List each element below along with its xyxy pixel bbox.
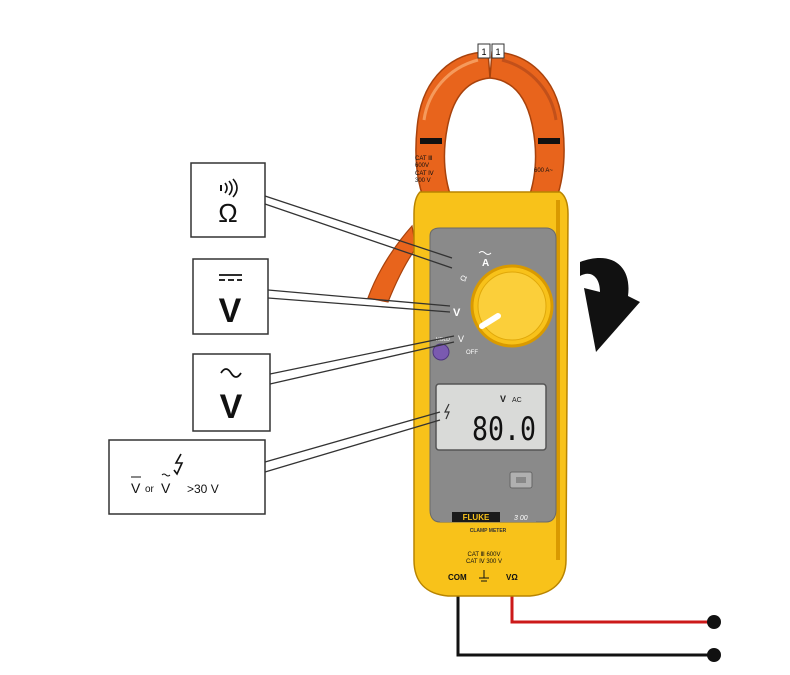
jaw-rating-1: CAT Ⅲ	[415, 156, 432, 162]
red-lead	[510, 592, 712, 624]
ac-wave-icon	[220, 368, 242, 378]
brand-logo: FLUKE	[463, 513, 490, 522]
test-leads	[456, 592, 721, 662]
red-lead-tip	[707, 615, 721, 629]
dial-label-amps: A	[482, 258, 489, 269]
callout-ac-volts: V	[192, 353, 271, 432]
jack-v-label: VΩ	[506, 573, 518, 582]
leader-lines	[264, 195, 455, 473]
ground-icon	[479, 570, 489, 582]
dc-line-icon	[219, 274, 242, 281]
jaw-rating-right: 600 A~	[534, 168, 553, 174]
callout-continuity: Ω	[190, 162, 266, 238]
ac-volt-symbol: V	[220, 388, 243, 426]
jaw-tab-left: 1	[481, 47, 486, 57]
hold-button[interactable]	[432, 343, 450, 361]
jaw-rating-2: 600V	[415, 163, 429, 169]
meter-body: A Ω V V HOLD OFF V AC 80.0 FLUKE 3 00 CL…	[413, 191, 569, 597]
dial-label-v-dc: V	[453, 307, 461, 319]
lcd-reading: 80.0	[472, 410, 536, 448]
jaw-tab-right: 1	[495, 47, 500, 57]
sound-waves-icon	[220, 178, 238, 198]
lcd-mode: AC	[512, 397, 522, 404]
off-label: OFF	[466, 350, 478, 356]
jaw-rating-4: 300 V	[415, 178, 431, 184]
clamp-jaws: 1 1 CAT Ⅲ 600V CAT Ⅳ 300 V 600 A~	[367, 43, 565, 303]
input-rating-2: CAT Ⅳ 300 V	[466, 559, 502, 565]
dial-label-ohms: Ω	[458, 274, 469, 283]
hazard-v-dc: V	[131, 480, 141, 496]
hazard-threshold: >30 V	[187, 482, 219, 496]
black-lead	[456, 592, 712, 657]
model-number: 3 00	[514, 515, 528, 522]
lcd-hazard-icon	[444, 403, 450, 420]
jaw-trigger	[367, 224, 417, 303]
lightning-icon	[173, 453, 184, 476]
rotation-arrow	[580, 257, 640, 352]
lcd-display	[435, 383, 547, 451]
dc-volt-symbol: V	[219, 292, 242, 330]
input-rating-1: CAT Ⅲ 600V	[468, 552, 501, 558]
callout-dc-volts: V	[192, 258, 269, 335]
callout-hazard: V or V >30 V	[108, 439, 266, 515]
hazard-or: or	[145, 484, 155, 495]
dial-label-v-ac: V	[458, 334, 464, 344]
jack-com-label: COM	[448, 573, 467, 582]
hold-label: HOLD	[436, 337, 450, 343]
jaw-right	[489, 51, 565, 201]
dial-pointer	[479, 313, 501, 329]
jaw-rating-3: CAT Ⅳ	[415, 171, 434, 177]
meter-subtitle: CLAMP METER	[470, 528, 507, 534]
black-lead-tip	[707, 648, 721, 662]
hazard-v-ac: V	[161, 480, 171, 496]
lcd-unit: V	[500, 394, 506, 404]
ohm-symbol: Ω	[218, 198, 237, 228]
